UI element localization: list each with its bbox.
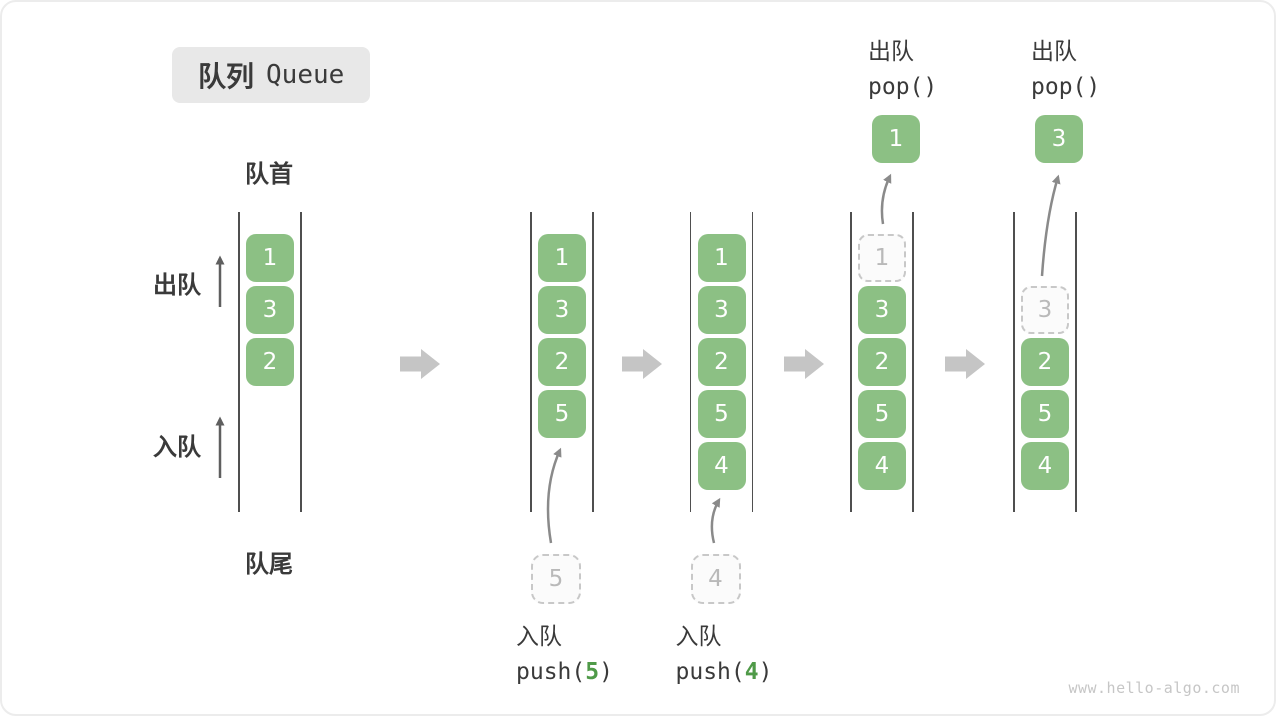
queue-cell: 3 [538, 286, 586, 334]
queue-cell: 5 [1021, 390, 1069, 438]
queue-cell-ghost: 3 [1021, 286, 1069, 334]
queue-wall [689, 212, 692, 512]
queue-cell: 4 [1021, 442, 1069, 490]
queue-cell: 2 [538, 338, 586, 386]
queue-cell: 2 [1021, 338, 1069, 386]
queue-cell: 2 [246, 338, 294, 386]
queue-cell: 3 [246, 286, 294, 334]
op-label-block: 入队 push(4) [676, 617, 773, 685]
queue-wall [850, 212, 852, 512]
staged-cell: 4 [690, 554, 741, 604]
queue-wall [1013, 212, 1015, 512]
rear-label: 队尾 [245, 551, 293, 578]
popped-cell: 3 [1035, 115, 1083, 163]
popped-cell: 1 [872, 115, 920, 163]
flow-arrow-icon [945, 349, 985, 379]
op-label: 出队 [868, 38, 914, 64]
op-label: 出队 [1031, 38, 1077, 64]
op-label-block: 入队 push(5) [516, 617, 613, 685]
op-code: pop() [868, 74, 938, 100]
title-badge: 队列 Queue [172, 47, 371, 103]
push-curve-arrow-icon [710, 497, 721, 544]
title-zh: 队列 [198, 61, 255, 92]
queue-cell: 3 [697, 286, 746, 334]
op-code-arg: 5 [585, 659, 600, 685]
queue-wall [530, 212, 532, 512]
queue-wall [300, 212, 302, 512]
queue-cell: 1 [246, 234, 294, 282]
queue-wall [751, 212, 754, 512]
queue-wall [238, 212, 240, 512]
queue-cell: 5 [858, 390, 906, 438]
flow-arrow-icon [784, 349, 824, 379]
op-code-arg: 4 [744, 659, 759, 685]
op-label: 入队 [675, 623, 722, 649]
queue-wall [1075, 212, 1077, 512]
op-label: 入队 [516, 623, 562, 649]
pop-curve-arrow-icon [880, 173, 892, 225]
queue-cell: 1 [538, 234, 586, 282]
op-code: push(5) [516, 659, 613, 685]
op-label-block: 出队 pop() [868, 32, 937, 100]
op-code: pop() [1031, 74, 1101, 100]
queue-wall [912, 212, 914, 512]
queue-cell: 5 [538, 390, 586, 438]
enqueue-label: 入队 [153, 434, 201, 461]
front-label: 队首 [245, 161, 293, 188]
push-curve-arrow-icon [546, 447, 562, 544]
queue-cell: 3 [858, 286, 906, 334]
flow-arrow-icon [622, 349, 662, 379]
queue-cell-ghost: 1 [858, 234, 906, 282]
queue-cell: 1 [697, 234, 746, 282]
queue-wall [592, 212, 594, 512]
watermark: www.hello-algo.com [1068, 679, 1240, 697]
dequeue-label: 出队 [153, 272, 201, 299]
flow-arrow-icon [400, 349, 440, 379]
op-code: push(4) [675, 659, 773, 685]
op-label-block: 出队 pop() [1031, 32, 1100, 100]
pop-curve-arrow-icon [1040, 174, 1061, 277]
title-en: Queue [266, 60, 345, 90]
queue-cell: 4 [697, 442, 746, 490]
queue-cell: 2 [697, 338, 746, 386]
queue-cell: 2 [858, 338, 906, 386]
queue-cell: 4 [858, 442, 906, 490]
staged-cell: 5 [531, 554, 581, 604]
queue-cell: 5 [697, 390, 746, 438]
